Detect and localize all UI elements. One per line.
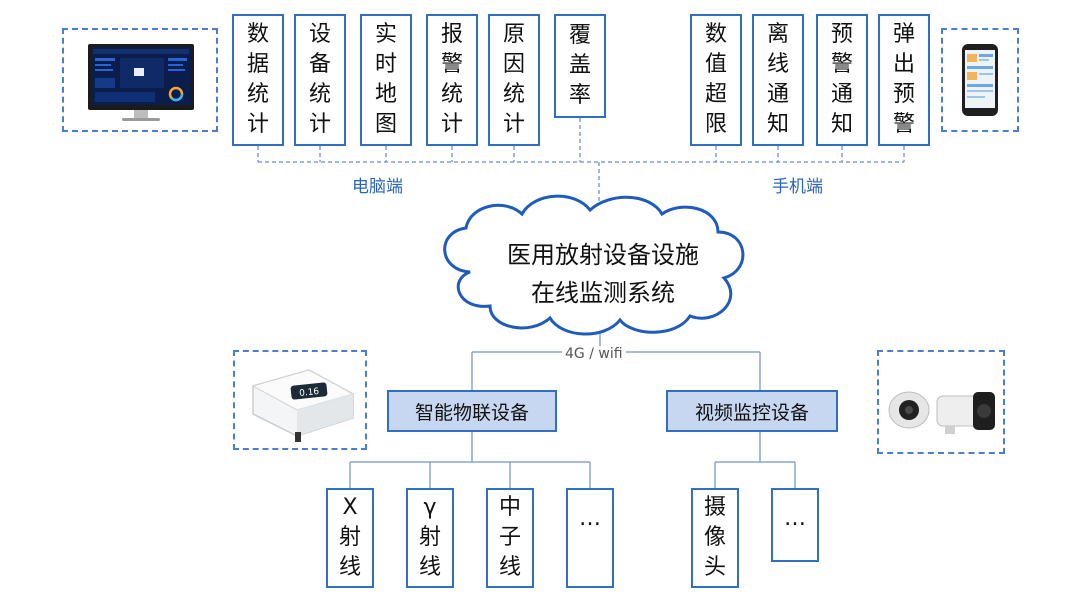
phone-image-frame [941, 28, 1019, 132]
camera-image-frame [877, 350, 1005, 454]
sensor-device-icon: 0.16 [251, 369, 355, 442]
device-display-text: 0.16 [299, 387, 320, 399]
iot-device-image-frame: 0.16 [233, 350, 367, 450]
system-title: 医用放射设备设施 在线监测系统 [507, 241, 699, 307]
neutron-sensor-box: 中子线 [486, 488, 534, 588]
pc-feature-data-stats: 数据统计 [232, 14, 284, 146]
camera-box: 摄像头 [691, 488, 739, 588]
camera-icon [888, 391, 995, 434]
pc-label: 电脑端 [352, 177, 403, 197]
mobile-feature-warning-notice: 预警通知 [816, 14, 868, 146]
more-sensors-box: … [566, 488, 614, 588]
phone-icon [962, 44, 998, 116]
more-video-box: … [771, 488, 819, 562]
mobile-feature-popup-warning: 弹出预警 [878, 14, 930, 146]
link-label: 4G / wifi [562, 346, 626, 362]
pc-feature-coverage: 覆盖率 [554, 14, 606, 118]
mobile-feature-offline-notice: 离线通知 [752, 14, 804, 146]
cloud-shape [443, 194, 745, 336]
pc-feature-device-stats: 设备统计 [294, 14, 346, 146]
iot-device-box: 智能物联设备 [387, 390, 557, 432]
pc-feature-cause-stats: 原因统计 [488, 14, 540, 146]
video-device-box: 视频监控设备 [666, 390, 838, 432]
monitor-image-frame [62, 28, 218, 132]
mobile-label: 手机端 [772, 177, 823, 197]
mobile-feature-value-exceeded: 数值超限 [690, 14, 742, 146]
monitor-icon [88, 44, 194, 121]
pc-feature-realtime-map: 实时地图 [360, 14, 412, 146]
pc-feature-alarm-stats: 报警统计 [426, 14, 478, 146]
